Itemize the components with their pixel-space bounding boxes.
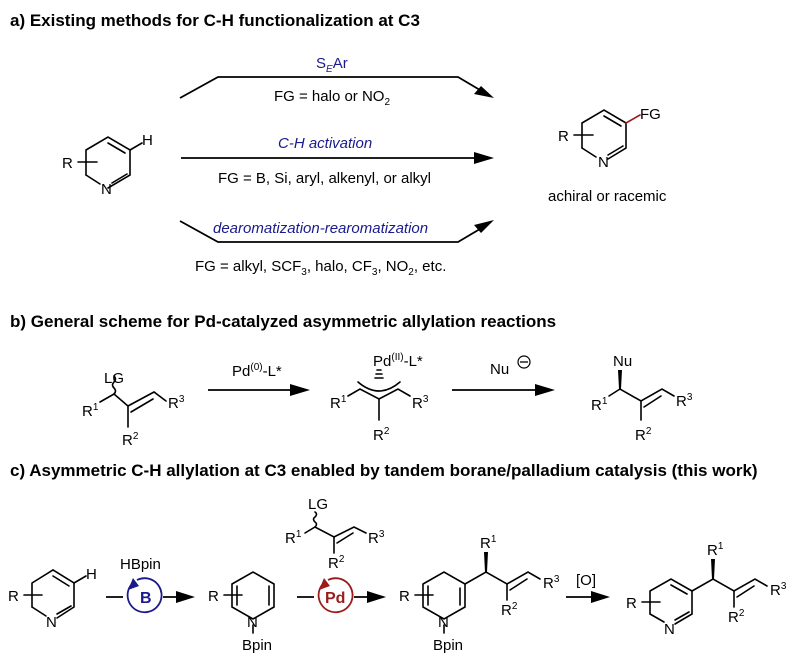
borane-catalyst-label: B	[140, 590, 152, 607]
r3-label: R3	[368, 529, 385, 547]
nucleophile-group: Nu	[613, 353, 632, 370]
substrate-pyridine-c: R N H	[8, 566, 97, 631]
allylated-dihydropyridine: R N Bpin R1 R2 R3	[399, 534, 560, 654]
dearomatization-arrow: dearomatization-rearomatization FG = alk…	[179, 220, 494, 278]
atom-n: N	[46, 614, 57, 631]
r3-label: R3	[543, 574, 560, 592]
r1-label: R1	[82, 402, 99, 420]
r1-label: R1	[330, 394, 347, 412]
atom-n: N	[664, 621, 675, 638]
final-product: R N R1 R2 R3	[626, 541, 787, 638]
ch-activation-label: C-H activation	[278, 135, 372, 152]
pi-allyl-pd-complex: Pd(II)-L* R1 R2 R3	[330, 352, 429, 444]
allyl-substrate: LG R1 R2 R3	[82, 370, 185, 449]
section-a-title: a) Existing methods for C-H functionaliz…	[10, 11, 420, 30]
leaving-group: LG	[308, 496, 328, 513]
section-b-title: b) General scheme for Pd-catalyzed asymm…	[10, 312, 556, 331]
n-bpin: Bpin	[433, 637, 463, 654]
section-c-title: c) Asymmetric C-H allylation at C3 enabl…	[10, 461, 758, 480]
r2-label: R2	[501, 601, 518, 619]
ch-activation-arrow: C-H activation FG = B, Si, aryl, alkenyl…	[181, 135, 494, 187]
atom-n: N	[247, 614, 258, 631]
sear-label: SEAr	[316, 55, 348, 75]
r3-label: R3	[676, 392, 693, 410]
r3-label: R3	[412, 394, 429, 412]
r1-label: R1	[480, 534, 497, 552]
r3-label: R3	[770, 581, 787, 599]
leaving-group: LG	[104, 370, 124, 387]
r2-label: R2	[728, 608, 745, 626]
nucleophile-arrow: Nu	[452, 355, 555, 396]
pd0-reagent: Pd(0)-L*	[232, 362, 282, 380]
r2-label: R2	[122, 431, 139, 449]
pd-ii-label: Pd(II)-L*	[373, 352, 423, 370]
r2-label: R2	[635, 426, 652, 444]
dihydropyridine-intermediate: R N Bpin	[208, 571, 275, 654]
substituent-r: R	[208, 588, 219, 605]
dearomatization-scope: FG = alkyl, SCF3, halo, CF3, NO2, etc.	[195, 258, 446, 278]
atom-h: H	[86, 566, 97, 583]
sear-arrow: SEAr FG = halo or NO2	[179, 55, 494, 108]
atom-n: N	[598, 154, 609, 171]
r1-label: R1	[707, 541, 724, 559]
atom-h: H	[142, 132, 153, 149]
hbpin-reagent: HBpin	[120, 556, 161, 573]
oxidant-reagent: [O]	[576, 572, 596, 589]
r2-label: R2	[328, 554, 345, 572]
palladium-catalysis-step: LG R1 R2 R3 Pd	[285, 496, 386, 614]
pd-catalyst-label: Pd	[325, 590, 345, 607]
atom-n: N	[438, 614, 449, 631]
substituent-r: R	[8, 588, 19, 605]
substituent-r: R	[626, 595, 637, 612]
allylation-product: Nu R1 R2 R3	[591, 353, 693, 444]
r2-label: R2	[373, 426, 390, 444]
atom-n: N	[101, 181, 112, 198]
substituent-r: R	[399, 588, 410, 605]
r1-label: R1	[285, 529, 302, 547]
dearomatization-label: dearomatization-rearomatization	[213, 220, 428, 237]
nucleophile-reagent: Nu	[490, 361, 509, 378]
product-pyridine-a: R N FG achiral or racemic	[548, 106, 667, 205]
r3-label: R3	[168, 394, 185, 412]
pd0-arrow: Pd(0)-L*	[208, 362, 310, 396]
r1-label: R1	[591, 396, 608, 414]
product-note: achiral or racemic	[548, 188, 667, 205]
oxidation-arrow: [O]	[566, 572, 610, 603]
substituent-r: R	[558, 128, 569, 145]
substituent-r: R	[62, 155, 73, 172]
n-bpin: Bpin	[242, 637, 272, 654]
sear-scope: FG = halo or NO2	[274, 88, 390, 108]
functional-group: FG	[640, 106, 661, 123]
ch-activation-scope: FG = B, Si, aryl, alkenyl, or alkyl	[218, 170, 431, 187]
borane-catalysis-step: HBpin B	[106, 556, 195, 614]
substrate-pyridine-a: R N H	[62, 132, 153, 198]
